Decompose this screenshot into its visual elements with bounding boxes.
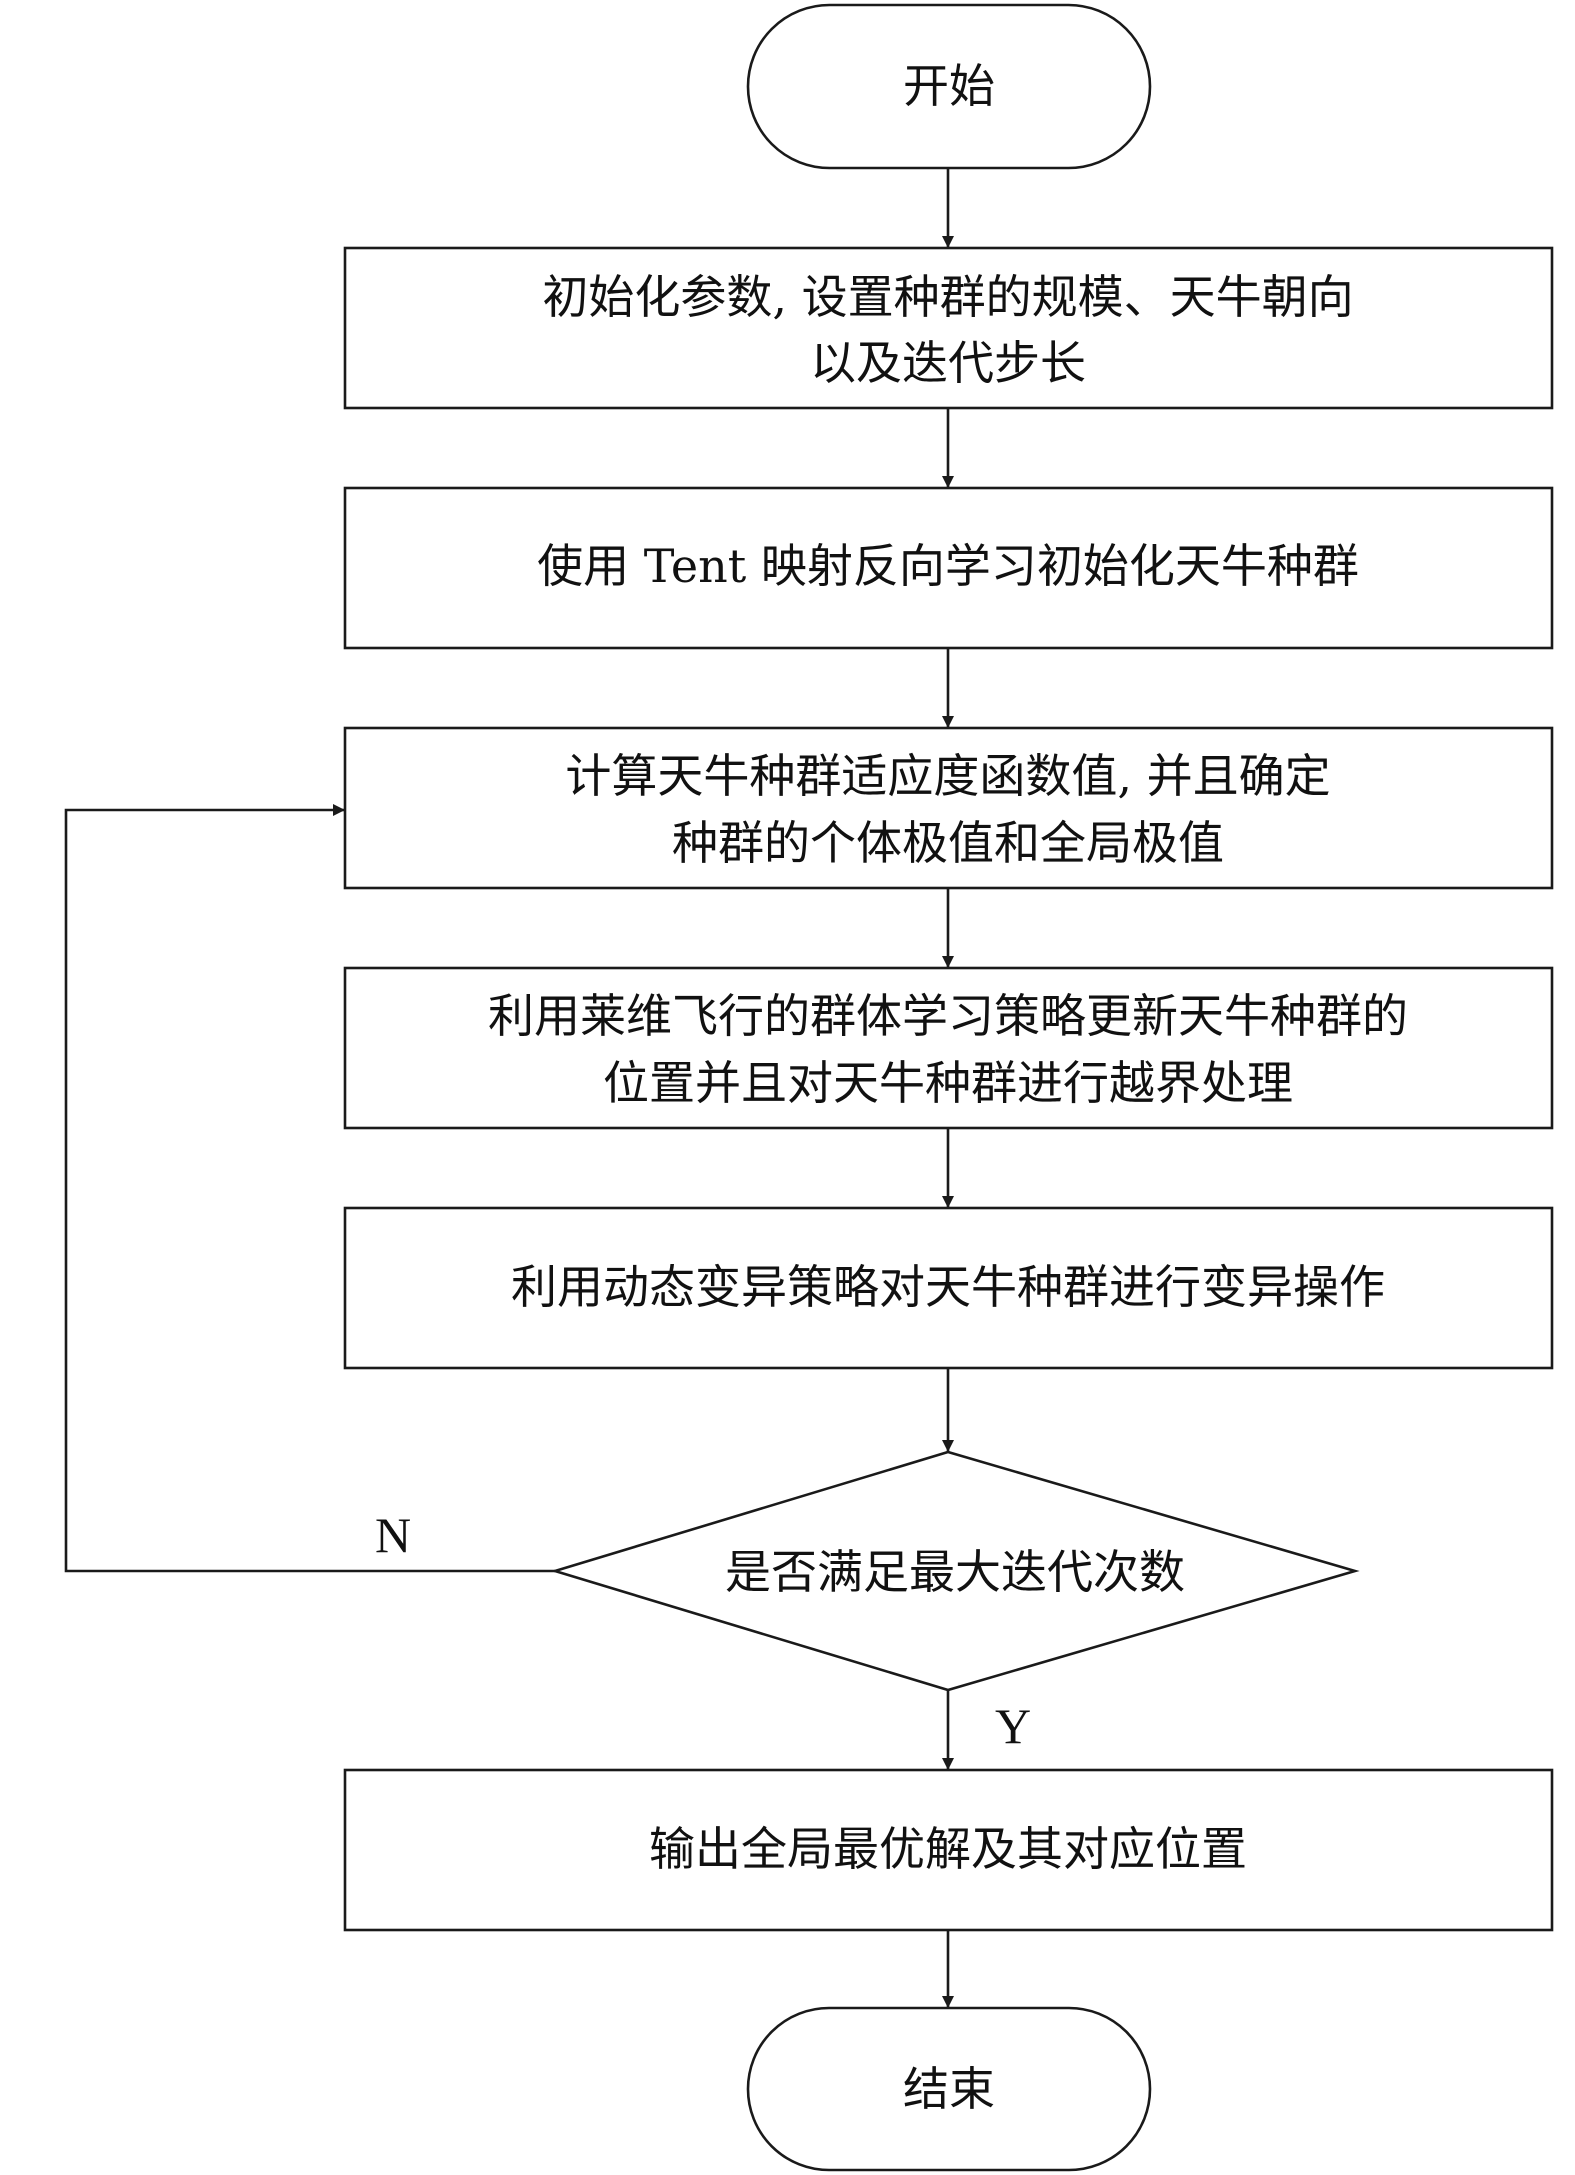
output-label: 输出全局最优解及其对应位置	[649, 1822, 1247, 1876]
decision-label: 是否满足最大迭代次数	[725, 1545, 1185, 1599]
arrow-decision-no-loop	[64, 804, 555, 1573]
levy-update-line-1: 利用莱维飞行的群体学习策略更新天牛种群的	[488, 989, 1408, 1043]
init-params-line-1: 初始化参数, 设置种群的规模、天牛朝向	[542, 270, 1353, 324]
branch-no-label: N	[375, 1507, 411, 1563]
levy-update-line-2: 位置并且对天牛种群进行越界处理	[603, 1056, 1293, 1110]
output-step: 输出全局最优解及其对应位置	[343, 1768, 1554, 1932]
end-terminal: 结束	[746, 2006, 1152, 2172]
mutation-label: 利用动态变异策略对天牛种群进行变异操作	[511, 1260, 1385, 1314]
decision-diamond: 是否满足最大迭代次数	[550, 1450, 1360, 1692]
levy-update-step: 利用莱维飞行的群体学习策略更新天牛种群的 位置并且对天牛种群进行越界处理	[343, 966, 1554, 1130]
init-params-line-2: 以及迭代步长	[810, 336, 1086, 390]
init-params-step: 初始化参数, 设置种群的规模、天牛朝向 以及迭代步长	[343, 246, 1554, 410]
start-terminal: 开始	[746, 3, 1152, 170]
mutation-step: 利用动态变异策略对天牛种群进行变异操作	[343, 1206, 1554, 1370]
tent-init-step: 使用 Tent 映射反向学习初始化天牛种群	[343, 486, 1554, 650]
fitness-line-1: 计算天牛种群适应度函数值, 并且确定	[565, 749, 1330, 803]
fitness-step: 计算天牛种群适应度函数值, 并且确定 种群的个体极值和全局极值	[343, 726, 1554, 890]
tent-init-label: 使用 Tent 映射反向学习初始化天牛种群	[537, 539, 1359, 593]
branch-yes-label: Y	[995, 1698, 1031, 1754]
fitness-line-2: 种群的个体极值和全局极值	[672, 816, 1224, 870]
start-label: 开始	[903, 59, 995, 113]
end-label: 结束	[903, 2062, 995, 2116]
